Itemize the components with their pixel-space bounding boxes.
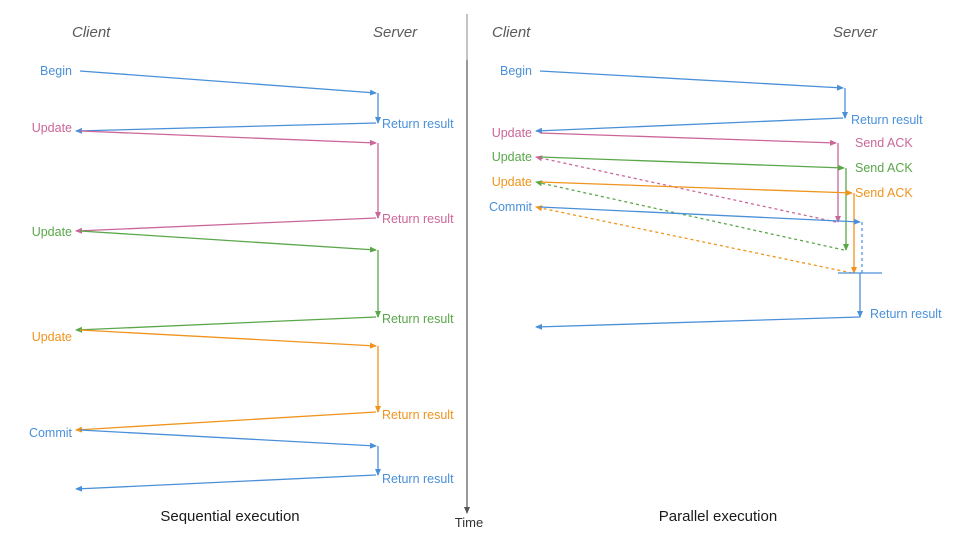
server-message-label: Return result — [382, 117, 454, 131]
client-message-label: Update — [32, 121, 72, 135]
reply-arrow — [75, 411, 377, 433]
client-message-label: Begin — [500, 64, 532, 78]
request-arrow — [79, 70, 377, 96]
request-arrow — [539, 156, 845, 171]
server-message-label: Return result — [382, 472, 454, 486]
server-lane-header: Server — [373, 24, 418, 41]
reply-arrow — [535, 117, 844, 134]
request-arrow — [539, 132, 837, 146]
server-message-label: Return result — [382, 408, 454, 422]
request-arrow — [539, 70, 844, 91]
server-message-label: Send ACK — [855, 186, 913, 200]
client-lane-header: Client — [492, 24, 531, 41]
server-message-label: Send ACK — [855, 136, 913, 150]
client-message-label: Begin — [40, 64, 72, 78]
request-arrow — [79, 329, 377, 349]
reply-arrow — [75, 474, 377, 492]
ack-arrow — [535, 180, 845, 251]
server-message-label: Return result — [851, 113, 923, 127]
request-arrow — [539, 181, 853, 196]
time-axis-label: Time — [455, 515, 483, 530]
client-message-label: Update — [492, 150, 532, 164]
client-message-label: Update — [32, 330, 72, 344]
request-arrow — [79, 429, 377, 449]
server-message-label: Return result — [870, 307, 942, 321]
panel-caption: Parallel execution — [659, 508, 777, 525]
reply-arrow — [75, 316, 377, 333]
request-arrow — [79, 230, 377, 253]
request-arrow — [539, 206, 861, 225]
server-message-label: Send ACK — [855, 161, 913, 175]
server-message-label: Return result — [382, 312, 454, 326]
time-axis-group: Time — [455, 60, 483, 530]
reply-arrow — [75, 217, 377, 234]
server-lane-header: Server — [833, 24, 878, 41]
reply-arrow — [75, 122, 377, 134]
reply-arrow — [535, 316, 861, 330]
client-message-label: Commit — [489, 200, 533, 214]
client-lane-header: Client — [72, 24, 111, 41]
client-message-label: Update — [492, 126, 532, 140]
client-message-label: Update — [492, 175, 532, 189]
panel-caption: Sequential execution — [160, 508, 299, 525]
client-message-label: Update — [32, 225, 72, 239]
request-arrow — [79, 130, 377, 146]
server-message-label: Return result — [382, 212, 454, 226]
client-message-label: Commit — [29, 426, 73, 440]
